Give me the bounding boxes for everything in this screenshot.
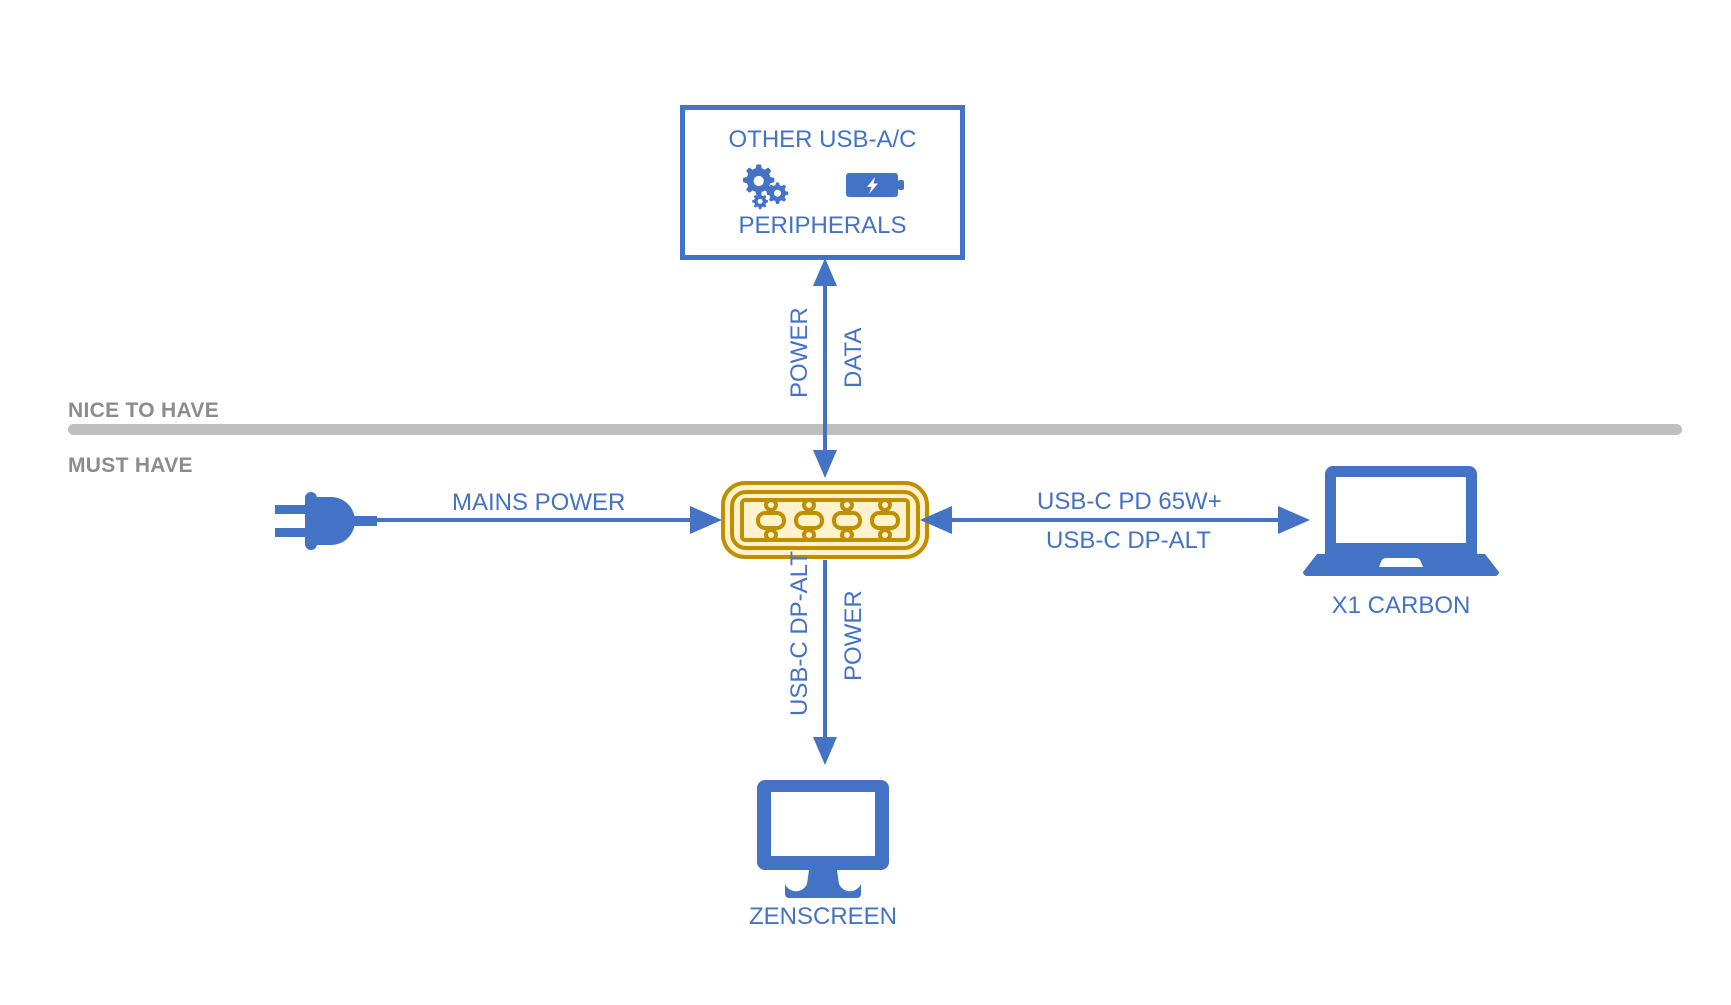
laptop-icon[interactable] bbox=[1303, 466, 1499, 576]
peripherals-subtitle: PERIPHERALS bbox=[738, 212, 907, 239]
edge-label-usb-c-dp-alt-right: USB-C DP-ALT bbox=[1046, 527, 1211, 554]
edge-label-power-up: POWER bbox=[786, 307, 813, 398]
tier-label-must-have: MUST HAVE bbox=[68, 454, 193, 477]
peripherals-box[interactable]: OTHER USB-A/C bbox=[680, 105, 965, 260]
monitor-icon[interactable] bbox=[757, 780, 889, 898]
edge-dock-laptop bbox=[920, 505, 1310, 535]
edge-label-usb-c-pd: USB-C PD 65W+ bbox=[1037, 488, 1222, 515]
mains-plug-icon[interactable] bbox=[275, 492, 377, 550]
edge-label-mains-power: MAINS POWER bbox=[452, 489, 626, 516]
edge-mains-dock bbox=[372, 505, 722, 535]
gears-icon bbox=[740, 162, 794, 210]
edge-label-usb-c-dp-alt-down: USB-C DP-ALT bbox=[786, 551, 813, 716]
edge-dock-peripherals bbox=[805, 258, 845, 478]
tier-label-nice-to-have: NICE TO HAVE bbox=[68, 399, 220, 422]
battery-charging-icon bbox=[845, 169, 906, 201]
peripherals-title: OTHER USB-A/C bbox=[728, 126, 917, 153]
edge-dock-monitor bbox=[805, 560, 845, 765]
tier-divider-line bbox=[68, 424, 1682, 435]
monitor-caption: ZENSCREEN bbox=[748, 903, 898, 930]
docking-station[interactable] bbox=[720, 480, 930, 560]
edge-label-data-up: DATA bbox=[840, 327, 867, 388]
edge-label-power-down: POWER bbox=[840, 590, 867, 681]
laptop-caption: X1 CARBON bbox=[1331, 592, 1471, 619]
